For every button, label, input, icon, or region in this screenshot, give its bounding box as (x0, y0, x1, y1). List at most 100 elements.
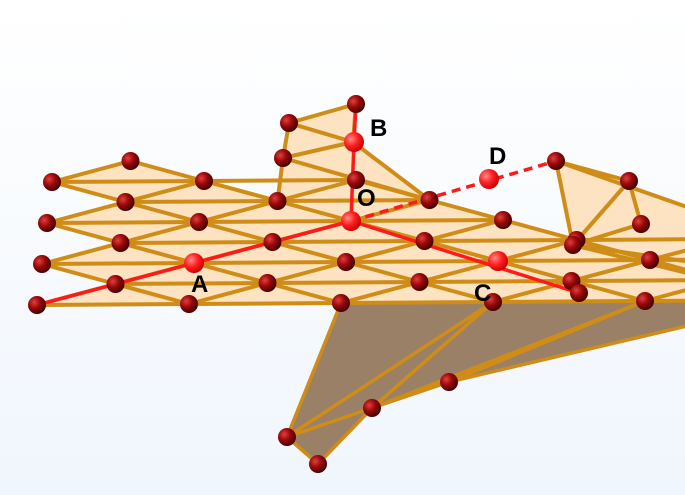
lattice-edge (339, 300, 495, 305)
shadow-faces (285, 299, 685, 466)
lattice-edge (118, 240, 275, 245)
lattice-edge (45, 221, 123, 245)
lattice-face (283, 123, 353, 158)
lattice-edge (270, 240, 348, 264)
lattice-vertex (420, 191, 439, 209)
lattice-edge (422, 239, 500, 263)
lattice-face (52, 181, 204, 202)
shadow-edge (370, 380, 451, 410)
lattice-edge (45, 220, 201, 225)
lattice-edge (351, 140, 432, 202)
lattice-face (120, 222, 273, 243)
lattice-edge (496, 259, 574, 283)
lattice-edge (35, 302, 191, 307)
lattice-edge (40, 241, 123, 266)
highlight-points (184, 132, 508, 273)
lattice-edge (123, 199, 280, 204)
lattice-vertex (116, 193, 135, 211)
point-labels: A B C D O (191, 115, 506, 307)
lattice-face (272, 241, 425, 262)
highlight-line (349, 219, 581, 295)
lattice-edge (501, 218, 579, 242)
lattice-face (42, 243, 194, 264)
lattice-face (424, 220, 577, 241)
lattice-vertex (484, 293, 502, 311)
lattice-edge (45, 200, 128, 225)
lattice-face (125, 201, 278, 222)
lattice-face (42, 263, 194, 284)
lattice-edge (187, 301, 343, 306)
lattice-vertex (268, 192, 287, 210)
lattice-edge (128, 159, 206, 183)
label-a: A (191, 271, 208, 298)
lattice-vertex (121, 152, 140, 170)
lattice-vertex (38, 214, 56, 232)
lattice-vertex (620, 172, 638, 190)
lattice-faces (37, 104, 685, 305)
lattice-vertex (641, 251, 659, 269)
shadow-edge (447, 324, 685, 384)
point-c (488, 251, 508, 271)
lattice-face (199, 221, 351, 242)
lattice-vertex (632, 215, 650, 233)
lattice-vertex (347, 171, 365, 189)
lattice-edge (40, 262, 118, 286)
lattice-vertex (195, 172, 213, 190)
lattice-edge (422, 218, 505, 243)
lattice-edge (123, 179, 206, 204)
lattice-edge (123, 200, 201, 224)
lattice-vertex (278, 428, 296, 446)
lattice-edge (344, 260, 422, 284)
lattice-vertex (263, 233, 282, 251)
lattice-edge (574, 237, 685, 242)
lattice-vertex (337, 253, 355, 271)
lattice-vertex (410, 273, 429, 291)
lattice-vertex (180, 295, 198, 313)
lattice-edge (349, 218, 505, 223)
lattice-edge (275, 178, 358, 203)
lattice-edge (571, 243, 685, 264)
lattice-edge (197, 199, 280, 224)
lattice-edge (270, 239, 427, 244)
lattice-edge (40, 261, 196, 266)
lattice-edge (569, 258, 652, 283)
lattice-face (267, 282, 420, 303)
lattice-vertex (274, 149, 292, 167)
lattice-edge (569, 279, 647, 303)
lattice-edge (50, 179, 206, 184)
lattice-edge (554, 159, 575, 247)
lattice-edge (202, 179, 280, 203)
label-o: O (357, 185, 376, 212)
lattice-vertex (564, 236, 582, 254)
lattice-edge (265, 281, 343, 305)
shadow-edge (447, 299, 647, 384)
lattice-vertex (363, 399, 381, 417)
lattice-edge (496, 258, 652, 263)
lattice-edge (113, 282, 191, 306)
lattice-vertex (547, 152, 565, 170)
point-b (344, 132, 364, 152)
lattice-edge (275, 199, 353, 223)
lattice-vertex (106, 275, 125, 293)
lattice-face (341, 282, 493, 303)
lattice-vertex (258, 274, 277, 292)
lattice-vertex (280, 114, 298, 132)
lattice-edge (192, 261, 270, 285)
lattice-edge (339, 280, 422, 305)
lattice-face (194, 262, 346, 283)
lattice-edge (197, 219, 353, 224)
lattice-vertex (111, 234, 130, 252)
lattice-edge (197, 220, 275, 244)
lattice-face (424, 240, 577, 261)
lattice-edge (287, 121, 355, 144)
lattice-face (351, 220, 503, 241)
lattice-face (277, 200, 430, 221)
lattice-face (289, 104, 356, 142)
lattice-vertex (28, 296, 46, 314)
lattice-face (346, 261, 498, 282)
point-o (341, 211, 361, 231)
lattice-edge (192, 260, 348, 265)
label-d: D (489, 143, 506, 170)
lattice-edge (648, 258, 685, 272)
